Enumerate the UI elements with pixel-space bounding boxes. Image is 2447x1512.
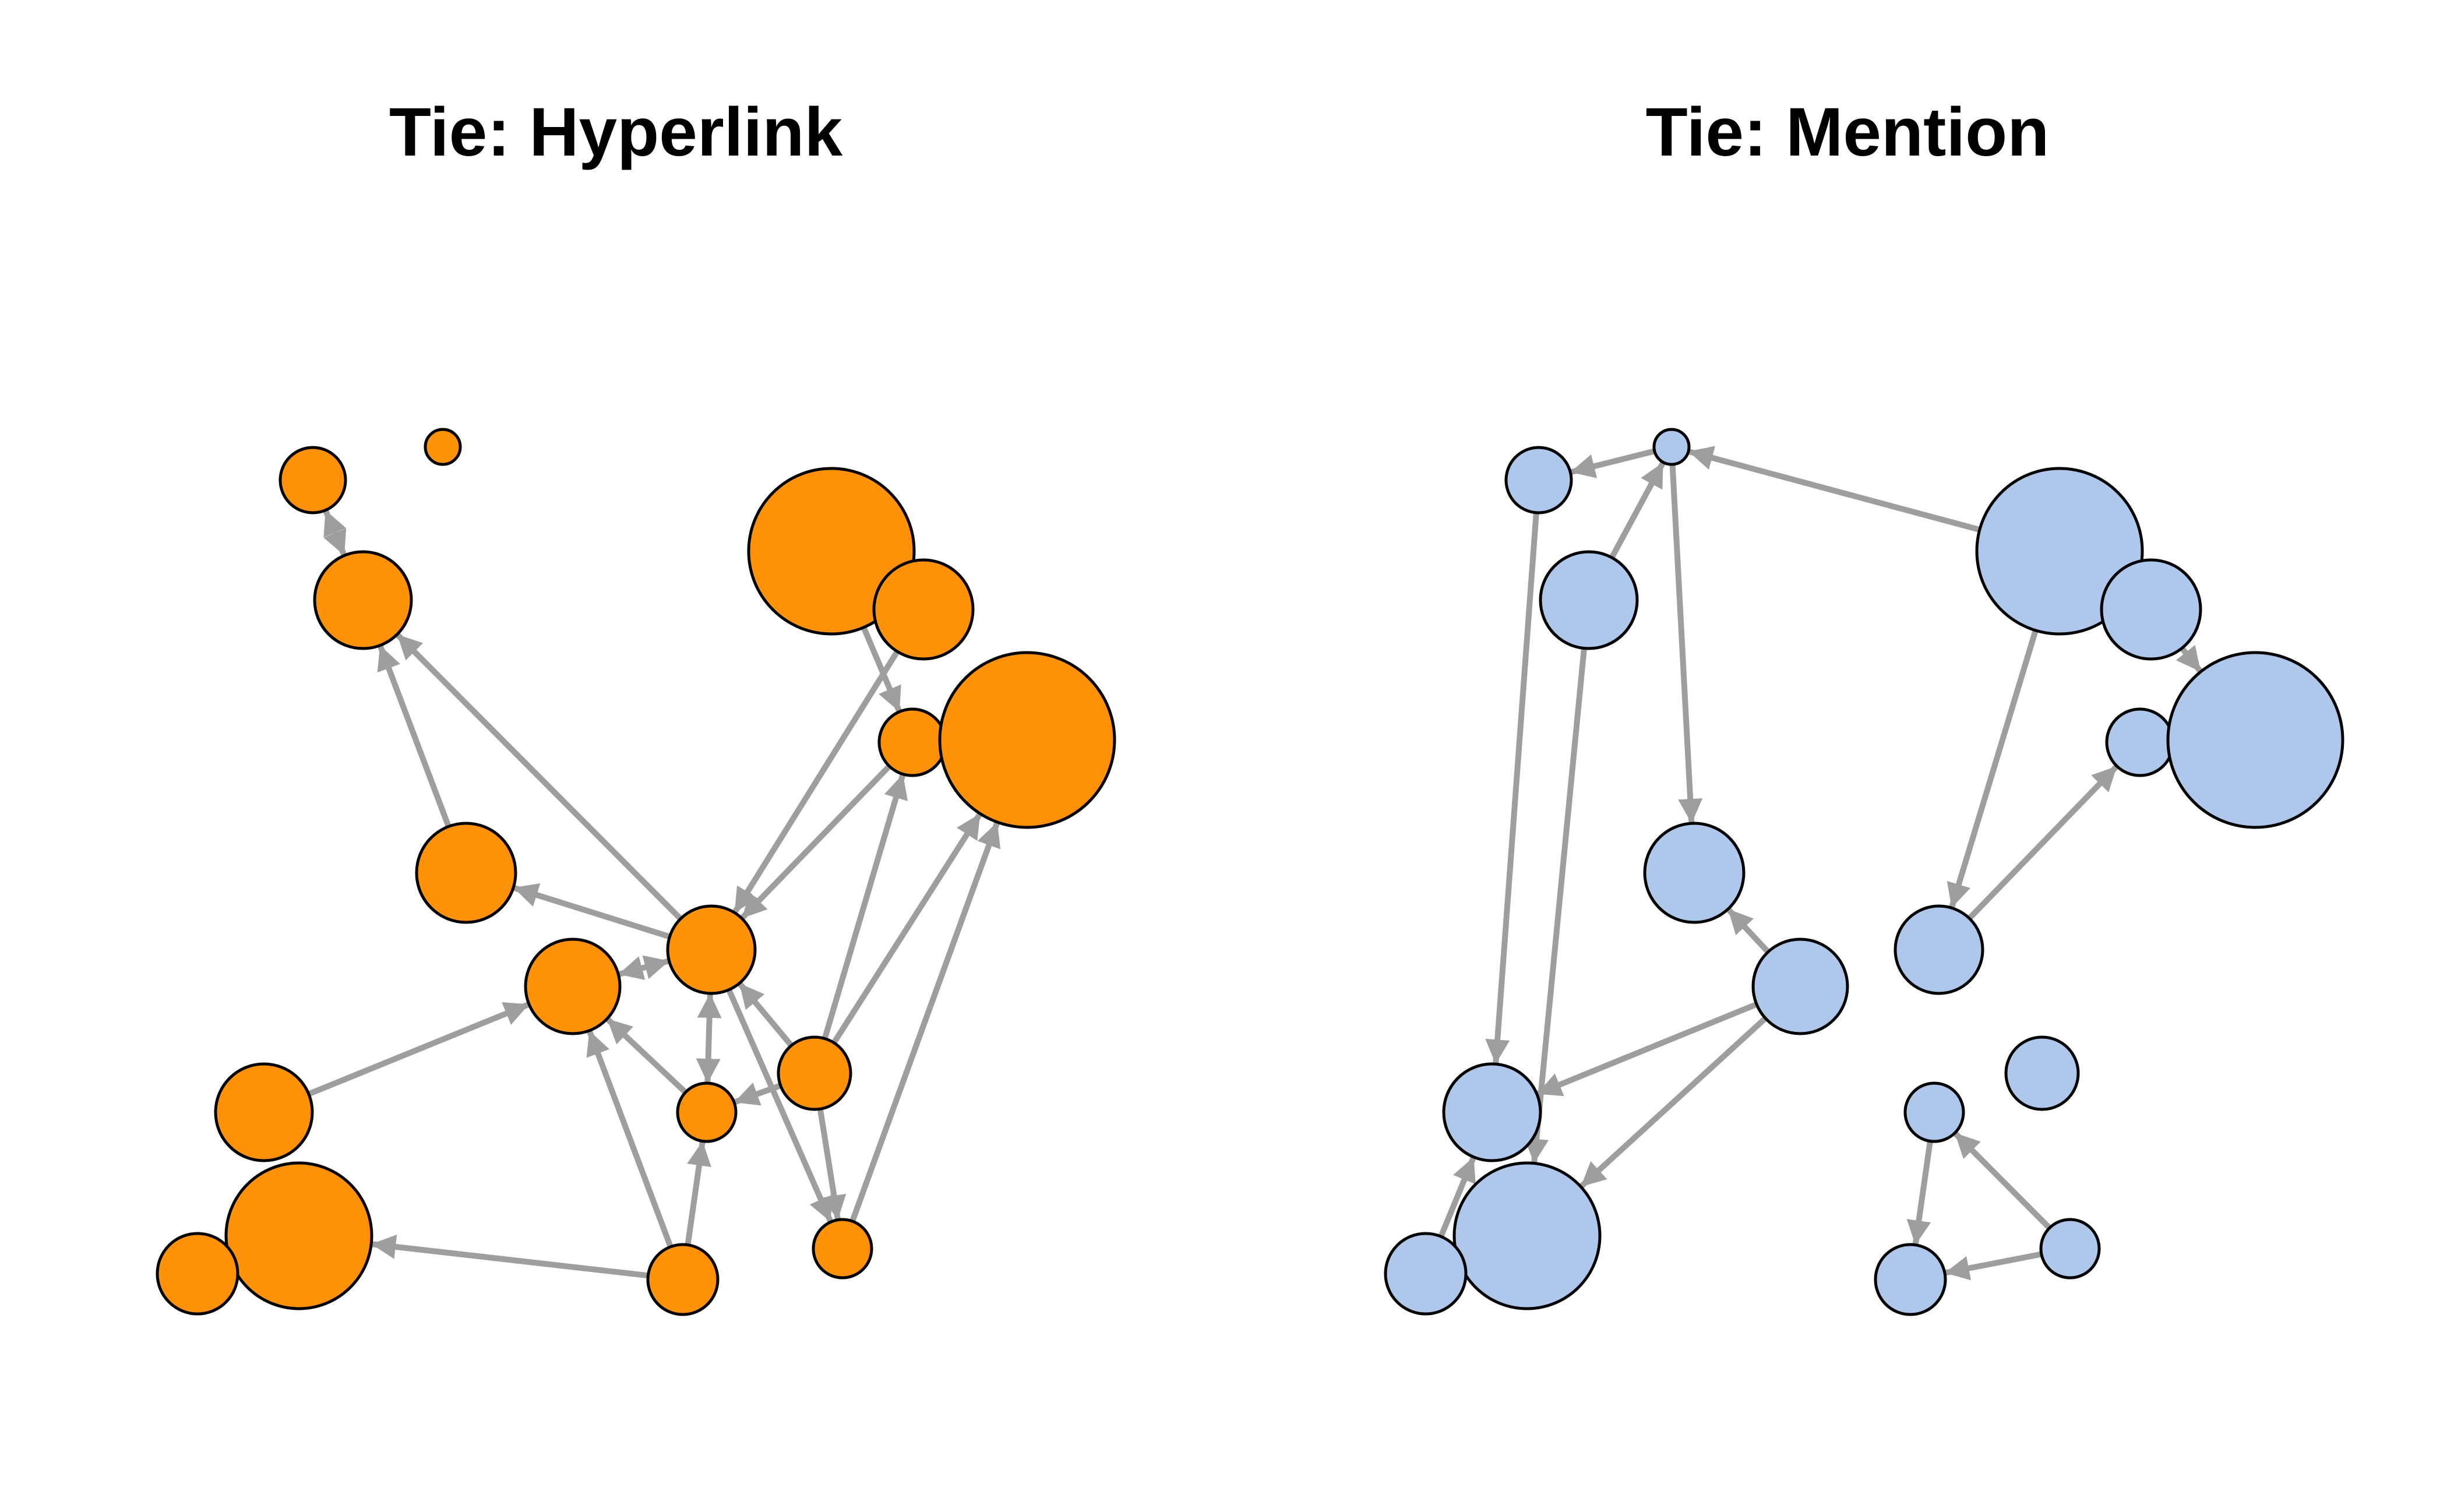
edge-center-to-bottom-small-right: [726, 988, 834, 1224]
node-mid-left: [415, 822, 517, 924]
edge-bottom-small-right-to-center-small: [1952, 1130, 2052, 1231]
edge-big-top-right-to-tiny-top: [1687, 446, 1981, 533]
node-upper-left: [1539, 550, 1639, 650]
node-center: [1894, 904, 1984, 995]
edge-bottom-center-to-center-small: [685, 1140, 711, 1246]
node-bottom-left: [156, 1232, 239, 1316]
edge-upper-left-to-tiny-top: [1609, 461, 1666, 559]
edge-center-to-small-right: [1967, 764, 2119, 921]
edge-center-to-center-left: [618, 955, 670, 980]
edge-big-top-right-to-center: [1947, 629, 2039, 909]
hyperlink-network: [156, 428, 1116, 1316]
edge-bottom-center-to-big-bottom-left: [371, 1235, 648, 1279]
node-center-right: [2004, 1035, 2080, 1111]
edge-center-small-to-bottom-center: [1906, 1140, 1933, 1246]
node-isolate-a: [424, 428, 462, 466]
panel-title-hyperlink: Tie: Hyperlink: [389, 94, 843, 171]
node-center-right: [777, 1035, 852, 1111]
edge-center-to-mid-left: [512, 883, 671, 940]
edge-center-right-to-huge-right: [831, 812, 983, 1045]
edge-center-right-to-small-right: [821, 773, 908, 1039]
node-upper-left: [313, 550, 413, 650]
edge-tiny-top-to-top-left: [1570, 448, 1656, 478]
node-big-top-right: [1975, 467, 2144, 636]
edge-tiny-top-to-mid-left: [1669, 464, 1703, 824]
node-bottom-left: [1384, 1232, 1468, 1316]
edge-center-to-center-small: [696, 993, 722, 1084]
node-left: [1442, 1062, 1542, 1162]
edge-bottom-small-right-to-bottom-center: [1944, 1251, 2042, 1281]
node-top-left: [278, 446, 347, 514]
edge-mid-left-to-upper-left: [377, 644, 452, 828]
node-center-small: [1903, 1081, 1965, 1143]
node-bottom-center: [1874, 1243, 1947, 1316]
node-big-top-right: [747, 467, 916, 636]
node-huge-right: [938, 651, 1116, 829]
node-tiny-top: [1652, 428, 1691, 466]
node-huge-right: [2166, 651, 2344, 829]
panel-title-mention: Tie: Mention: [1645, 94, 2050, 171]
node-big-bottom-left: [224, 1161, 373, 1310]
edge-center-left-to-left: [1535, 1001, 1758, 1097]
node-big-bottom-left: [1452, 1161, 1602, 1310]
edge-bottom-left-to-left: [1438, 1155, 1477, 1238]
edge-center-right-to-center: [737, 981, 794, 1048]
node-center: [666, 904, 757, 995]
edge-center-left-to-big-bottom-left: [1578, 1016, 1768, 1189]
node-mid-top-right: [872, 558, 975, 661]
node-bottom-small-right: [812, 1218, 873, 1280]
edge-top-left-to-left: [1485, 512, 1539, 1065]
edge-center-to-upper-left: [395, 632, 683, 921]
node-mid-left: [1643, 822, 1746, 924]
node-left: [214, 1062, 314, 1162]
edge-mid-top-right-to-center: [732, 650, 900, 914]
edge-center-small-to-center-left: [605, 1016, 687, 1095]
node-center-small: [676, 1081, 738, 1143]
edge-left-to-center-left: [307, 1001, 530, 1097]
edge-big-top-right-to-small-right: [861, 626, 902, 713]
mention-network: [1384, 428, 2344, 1316]
edge-center-right-to-bottom-small-right: [817, 1108, 847, 1221]
node-center-left: [1751, 937, 1849, 1035]
node-center-left: [524, 937, 622, 1035]
node-top-left: [1504, 446, 1573, 514]
edge-small-right-to-center: [739, 764, 891, 921]
edge-center-left-to-mid-left: [1726, 907, 1771, 954]
edge-upper-left-to-top-left: [322, 509, 347, 557]
edge-bottom-small-right-to-huge-right: [849, 821, 1001, 1222]
node-mid-top-right: [2100, 558, 2202, 661]
edge-mid-top-right-to-huge-right: [2175, 644, 2203, 674]
node-small-right: [877, 707, 947, 777]
node-small-right: [2105, 707, 2175, 777]
edge-bottom-center-to-center-left: [586, 1030, 674, 1248]
node-bottom-center: [646, 1243, 720, 1316]
node-bottom-small-right: [2039, 1218, 2101, 1280]
